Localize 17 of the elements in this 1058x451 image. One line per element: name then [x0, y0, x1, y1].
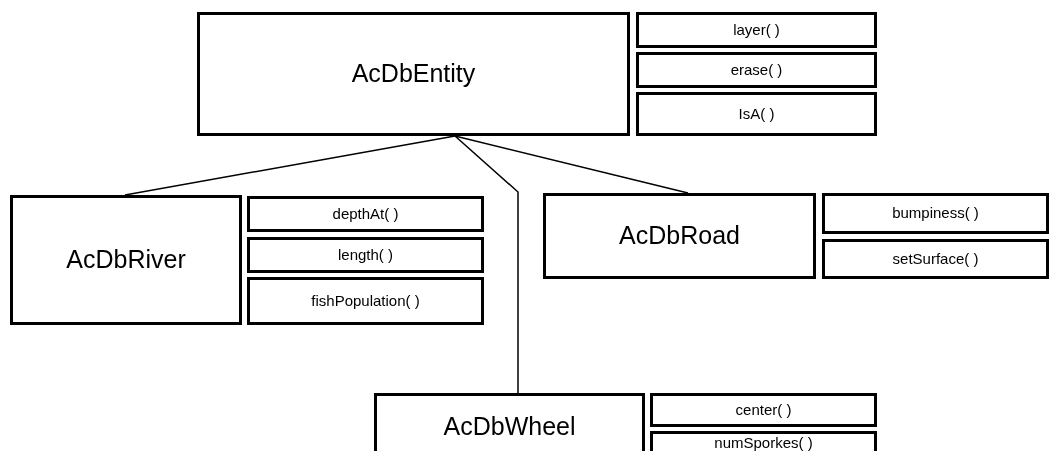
method-box: center( ) [650, 393, 877, 427]
method-box: length( ) [247, 237, 484, 273]
connector-line [124, 135, 456, 196]
method-box: erase( ) [636, 52, 877, 88]
method-box: fishPopulation( ) [247, 277, 484, 325]
class-box: AcDbRoad [543, 193, 816, 279]
connector-line [454, 135, 689, 194]
method-box: bumpiness( ) [822, 193, 1049, 234]
class-box: AcDbRiver [10, 195, 242, 325]
method-box: setSurface( ) [822, 239, 1049, 279]
class-box: AcDbEntity [197, 12, 630, 136]
class-box: AcDbWheel [374, 393, 645, 451]
method-box: IsA( ) [636, 92, 877, 136]
method-box: depthAt( ) [247, 196, 484, 232]
method-box: numSporkes( ) [650, 431, 877, 451]
method-box: layer( ) [636, 12, 877, 48]
connector-line [454, 135, 519, 394]
